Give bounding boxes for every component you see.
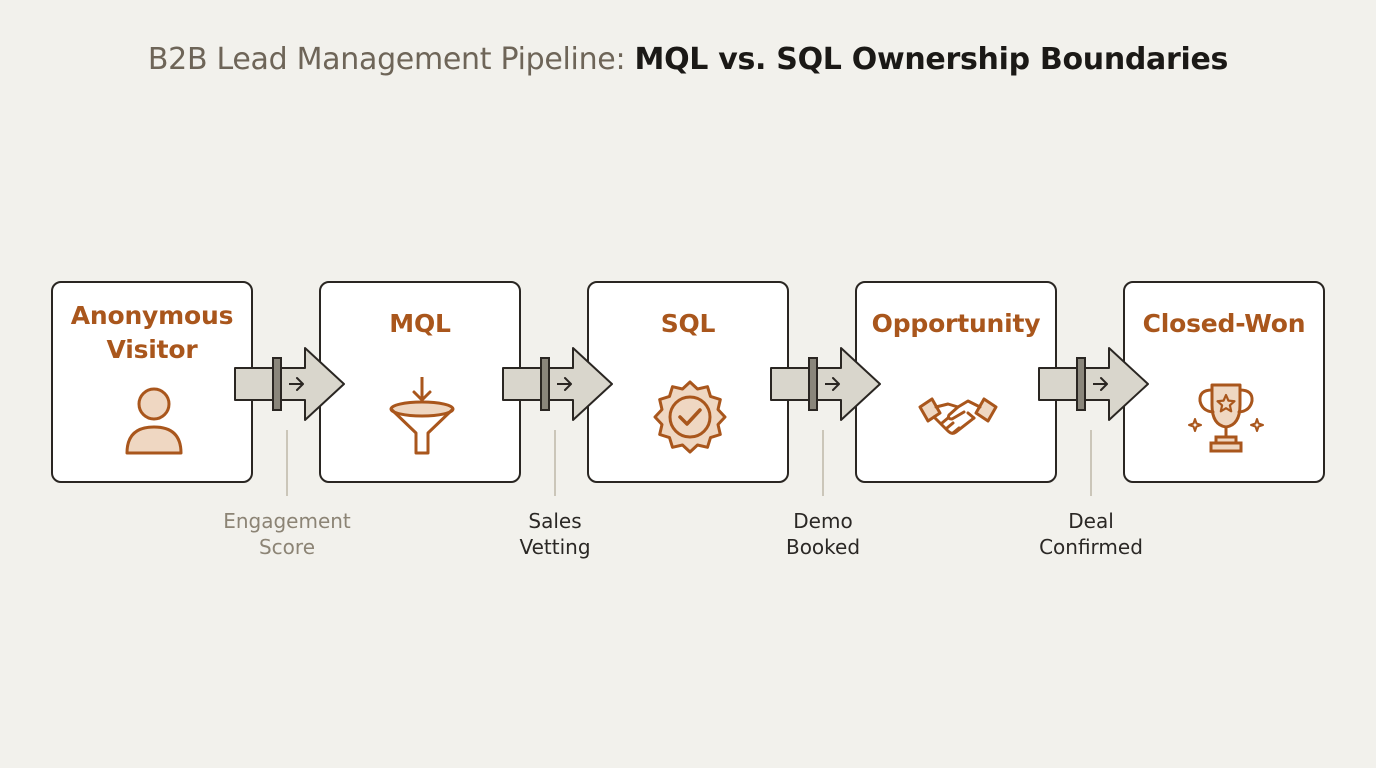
transition-label-line1: Deal: [1068, 509, 1114, 533]
transition-label-demo-booked: Demo Booked: [723, 508, 923, 560]
transition-label-line2: Confirmed: [1039, 535, 1143, 559]
trophy-icon: [1188, 383, 1264, 453]
stage-label: SQL: [660, 309, 716, 338]
transition-label-line1: Sales: [528, 509, 582, 533]
transition-label-engagement-score: Engagement Score: [187, 508, 387, 560]
stage-label: Anonymous Visitor: [53, 299, 251, 367]
stage-label-line2: Visitor: [106, 335, 198, 364]
transition-line: [822, 430, 824, 496]
handoff-arrow-4: [1038, 347, 1149, 421]
stage-label: MQL: [389, 309, 451, 338]
stage-closed-won: Closed-Won: [1123, 281, 1325, 483]
transition-label-line2: Vetting: [519, 535, 591, 559]
funnel-icon: [389, 377, 455, 455]
transition-line: [1090, 430, 1092, 496]
stage-label: Opportunity: [871, 309, 1041, 338]
transition-line: [286, 430, 288, 496]
stage-anonymous-visitor: Anonymous Visitor: [51, 281, 253, 483]
handshake-icon: [918, 397, 998, 435]
transition-label-line2: Score: [258, 535, 315, 559]
title-emphasis: MQL vs. SQL Ownership Boundaries: [634, 42, 1229, 77]
page-title: B2B Lead Management Pipeline: MQL vs. SQ…: [0, 40, 1376, 80]
handoff-arrow-1: [234, 347, 345, 421]
stage-label-line1: Anonymous: [70, 301, 234, 330]
person-icon: [125, 387, 183, 455]
title-prefix: B2B Lead Management Pipeline:: [147, 42, 635, 77]
verified-badge-icon: [653, 380, 727, 454]
stage-opportunity: Opportunity: [855, 281, 1057, 483]
transition-label-deal-confirmed: Deal Confirmed: [991, 508, 1191, 560]
stage-mql: MQL: [319, 281, 521, 483]
transition-label-line2: Booked: [785, 535, 861, 559]
transition-label-sales-vetting: Sales Vetting: [455, 508, 655, 560]
transition-line: [554, 430, 556, 496]
stage-label: Closed-Won: [1142, 309, 1306, 338]
handoff-arrow-2: [502, 347, 613, 421]
transition-label-line1: Demo: [793, 509, 853, 533]
handoff-arrow-3: [770, 347, 881, 421]
transition-label-line1: Engagement: [223, 509, 351, 533]
